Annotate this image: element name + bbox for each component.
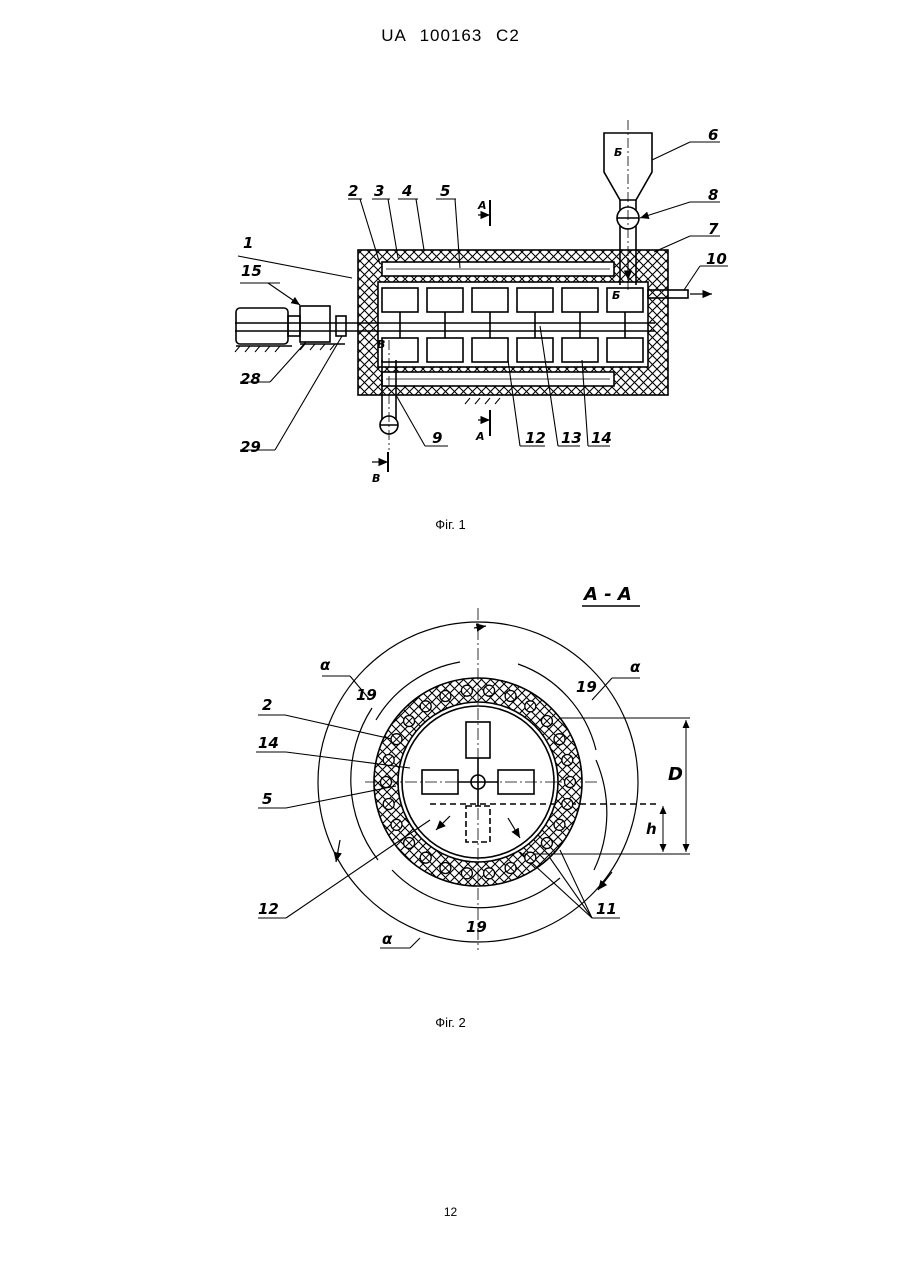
label-dimension-d: D [668, 764, 683, 785]
figure-1-caption: Фіг. 1 [0, 517, 901, 532]
label-8: 8 [708, 186, 718, 204]
label-14-fig2: 14 [258, 734, 279, 752]
label-15: 15 [241, 262, 262, 280]
label-12: 12 [525, 429, 546, 447]
label-10: 10 [706, 250, 727, 268]
label-1: 1 [243, 234, 253, 252]
label-4: 4 [401, 182, 412, 200]
section-a-bottom: A [475, 430, 485, 443]
fig1-body [235, 120, 728, 472]
label-alpha-bottom: α [382, 930, 393, 948]
section-b-inner: Б [612, 289, 620, 302]
label-alpha-left: α [320, 656, 331, 674]
label-29: 29 [240, 438, 261, 456]
label-28: 28 [240, 370, 261, 388]
coupling [336, 316, 346, 336]
label-19-left: 19 [356, 686, 377, 704]
label-alpha-right: α [630, 658, 641, 676]
page-number: 12 [0, 1205, 901, 1219]
section-b-top: Б [614, 146, 622, 159]
gearbox [300, 306, 330, 342]
label-7: 7 [708, 220, 719, 238]
label-19-bottom: 19 [466, 918, 487, 936]
label-9: 9 [432, 429, 442, 447]
section-v-bottom: В [372, 472, 380, 485]
label-12-fig2: 12 [258, 900, 279, 918]
figure-2-caption: Фіг. 2 [0, 1015, 901, 1030]
label-11-fig2: 11 [596, 900, 617, 918]
label-2-fig2: 2 [262, 696, 272, 714]
label-3: 3 [374, 182, 384, 200]
label-5-fig2: 5 [262, 790, 272, 808]
label-13: 13 [561, 429, 582, 447]
label-5: 5 [440, 182, 450, 200]
label-19-right: 19 [576, 678, 597, 696]
section-a-a: А - А [582, 584, 632, 605]
label-2: 2 [348, 182, 358, 200]
section-a-top: A [477, 199, 487, 212]
label-6: 6 [708, 126, 718, 144]
motor [236, 308, 288, 344]
section-v-top: В [377, 338, 385, 351]
label-14: 14 [591, 429, 612, 447]
label-dimension-h: h [646, 820, 657, 838]
